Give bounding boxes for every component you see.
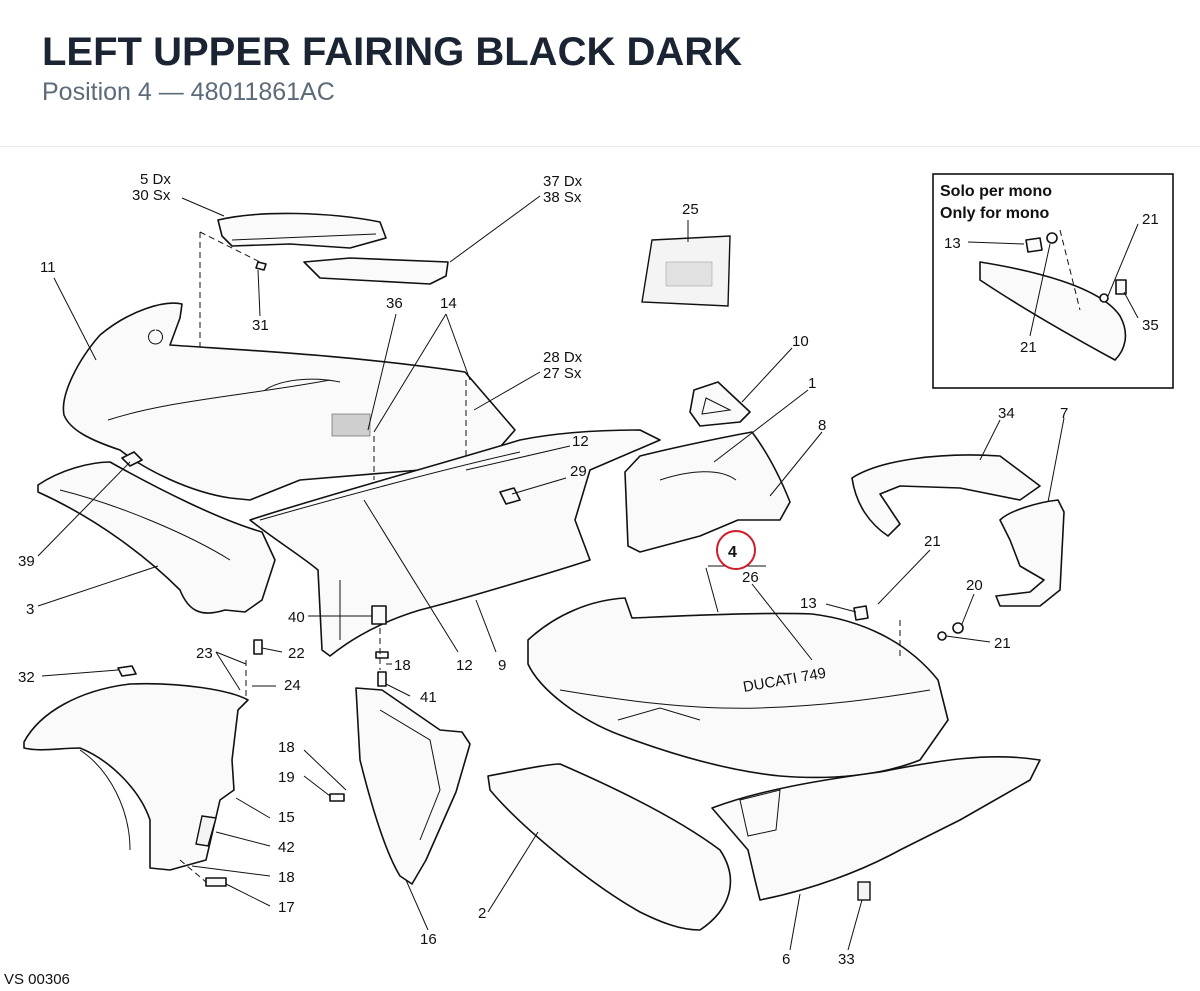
part-33-clip	[857, 881, 871, 901]
part-8-heat-shield	[624, 431, 791, 553]
label-18-mid: 18	[394, 657, 411, 674]
label-29: 29	[570, 463, 587, 480]
label-7: 7	[1060, 405, 1068, 422]
label-20: 20	[966, 577, 983, 594]
label-26: 26	[742, 569, 759, 586]
label-30sx: 30 Sx	[132, 187, 171, 204]
part-6-lower-fairing	[711, 756, 1041, 901]
label-36: 36	[386, 295, 403, 312]
label-25: 25	[682, 201, 699, 218]
part-29-clip	[499, 487, 521, 505]
label-12-lower: 12	[456, 657, 473, 674]
part-13-clip	[853, 605, 869, 621]
page-title: LEFT UPPER FAIRING BLACK DARK	[42, 30, 742, 74]
screw-31-icon	[255, 261, 267, 271]
label-39: 39	[18, 553, 35, 570]
leader-lines	[37, 195, 1065, 951]
part-4-left-upper-fairing	[527, 597, 949, 779]
inset-label-21-top: 21	[1142, 211, 1159, 228]
part-37-trim-strip	[303, 257, 449, 285]
part-17-bolt	[205, 877, 227, 887]
label-16: 16	[420, 931, 437, 948]
label-37dx: 37 Dx	[543, 173, 583, 190]
part-7-bracket	[995, 499, 1065, 607]
label-21-lower: 21	[994, 635, 1011, 652]
inset-mono-seat: Solo per mono Only for mono 13 21 21 35	[932, 173, 1174, 389]
label-19: 19	[278, 769, 295, 786]
label-15: 15	[278, 809, 295, 826]
label-24: 24	[284, 677, 301, 694]
label-3: 3	[26, 601, 34, 618]
label-21-right: 21	[924, 533, 941, 550]
label-12-upper: 12	[572, 433, 589, 450]
label-32: 32	[18, 669, 35, 686]
part-42-reflector	[195, 815, 217, 847]
position-4-label: 4	[728, 544, 737, 561]
part-10-bracket	[689, 381, 751, 427]
label-14: 14	[440, 295, 457, 312]
part-22-screw	[253, 639, 263, 655]
inset-line-1: Solo per mono	[940, 183, 1052, 200]
label-38sx: 38 Sx	[543, 189, 582, 206]
part-34-bracket	[851, 454, 1041, 537]
part-16-air-duct	[355, 687, 471, 885]
label-40: 40	[288, 609, 305, 626]
part-3-side-panel	[37, 461, 276, 614]
position-4-callout: 4	[716, 530, 756, 570]
label-17: 17	[278, 899, 295, 916]
drawing-code: VS 00306	[4, 971, 70, 988]
page-subtitle: Position 4 — 48011861AC	[42, 78, 335, 106]
label-28dx: 28 Dx	[543, 349, 583, 366]
label-33: 33	[838, 951, 855, 968]
label-42: 42	[278, 839, 295, 856]
inset-label-21-bottom: 21	[1020, 339, 1037, 356]
label-27sx: 27 Sx	[543, 365, 582, 382]
inset-label-35: 35	[1142, 317, 1159, 334]
label-13-right: 13	[800, 595, 817, 612]
label-5dx: 5 Dx	[140, 171, 171, 188]
label-34: 34	[998, 405, 1015, 422]
part-32-clip	[117, 665, 137, 677]
label-18-left: 18	[278, 739, 295, 756]
part-39-nut	[121, 451, 143, 467]
part-19-bolt	[329, 793, 345, 802]
part-5-screen-trim	[217, 212, 387, 249]
label-9: 9	[498, 657, 506, 674]
label-1: 1	[808, 375, 816, 392]
header-divider	[0, 146, 1200, 147]
label-41: 41	[420, 689, 437, 706]
label-23: 23	[196, 645, 213, 662]
label-2: 2	[478, 905, 486, 922]
part-11-upper-fairing	[62, 302, 516, 501]
part-25-decal	[641, 235, 731, 307]
page-header: LEFT UPPER FAIRING BLACK DARK Position 4…	[0, 0, 1200, 146]
label-18-bottom: 18	[278, 869, 295, 886]
part-2-lower-side-panel	[487, 763, 732, 931]
part-40-spacer	[371, 605, 387, 625]
part-labels: 5 Dx 30 Sx 37 Dx 38 Sx 11 31 36 14 28 Dx…	[18, 171, 1068, 968]
label-11: 11	[40, 259, 56, 276]
inset-label-13: 13	[944, 235, 961, 252]
part-15-front-mudguard	[23, 682, 249, 871]
label-8: 8	[818, 417, 826, 434]
label-22: 22	[288, 645, 305, 662]
part-41-screw	[375, 651, 389, 687]
label-10: 10	[792, 333, 809, 350]
label-6: 6	[782, 951, 790, 968]
label-31: 31	[252, 317, 269, 334]
part-9-inner-panel	[249, 429, 661, 657]
inset-line-2: Only for mono	[940, 205, 1050, 222]
